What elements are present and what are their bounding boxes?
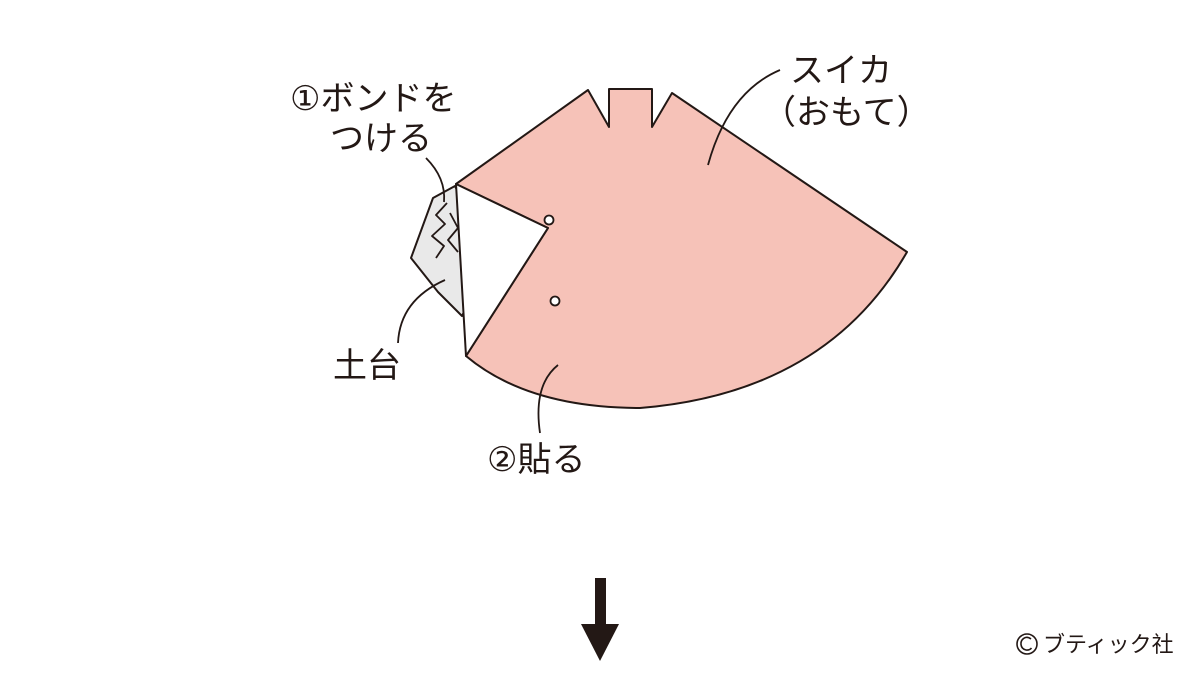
leader-bond: [425, 157, 446, 203]
leader-paste: [537, 364, 559, 434]
label-paste: ②貼る: [487, 440, 585, 480]
watermelon-piece: [455, 88, 908, 409]
down-arrow-head: [581, 624, 619, 661]
label-watermelon-line2: （おもて）: [762, 93, 931, 133]
copyright-icon: [1016, 633, 1038, 655]
leader-base: [397, 279, 446, 344]
label-bond-line1: ①ボンドを: [290, 79, 456, 119]
label-base: 土台: [333, 346, 401, 386]
credit-text: ブティック社: [1043, 633, 1174, 658]
label-watermelon-line1: スイカ: [790, 51, 892, 91]
hole-upper: [543, 214, 555, 226]
bond-glue-zigzag: [431, 202, 459, 259]
down-arrow-shaft: [595, 578, 606, 628]
white-flap: [455, 183, 549, 357]
hole-lower: [549, 295, 561, 307]
leader-watermelon: [707, 69, 781, 166]
label-bond-line2: つける: [330, 119, 432, 159]
